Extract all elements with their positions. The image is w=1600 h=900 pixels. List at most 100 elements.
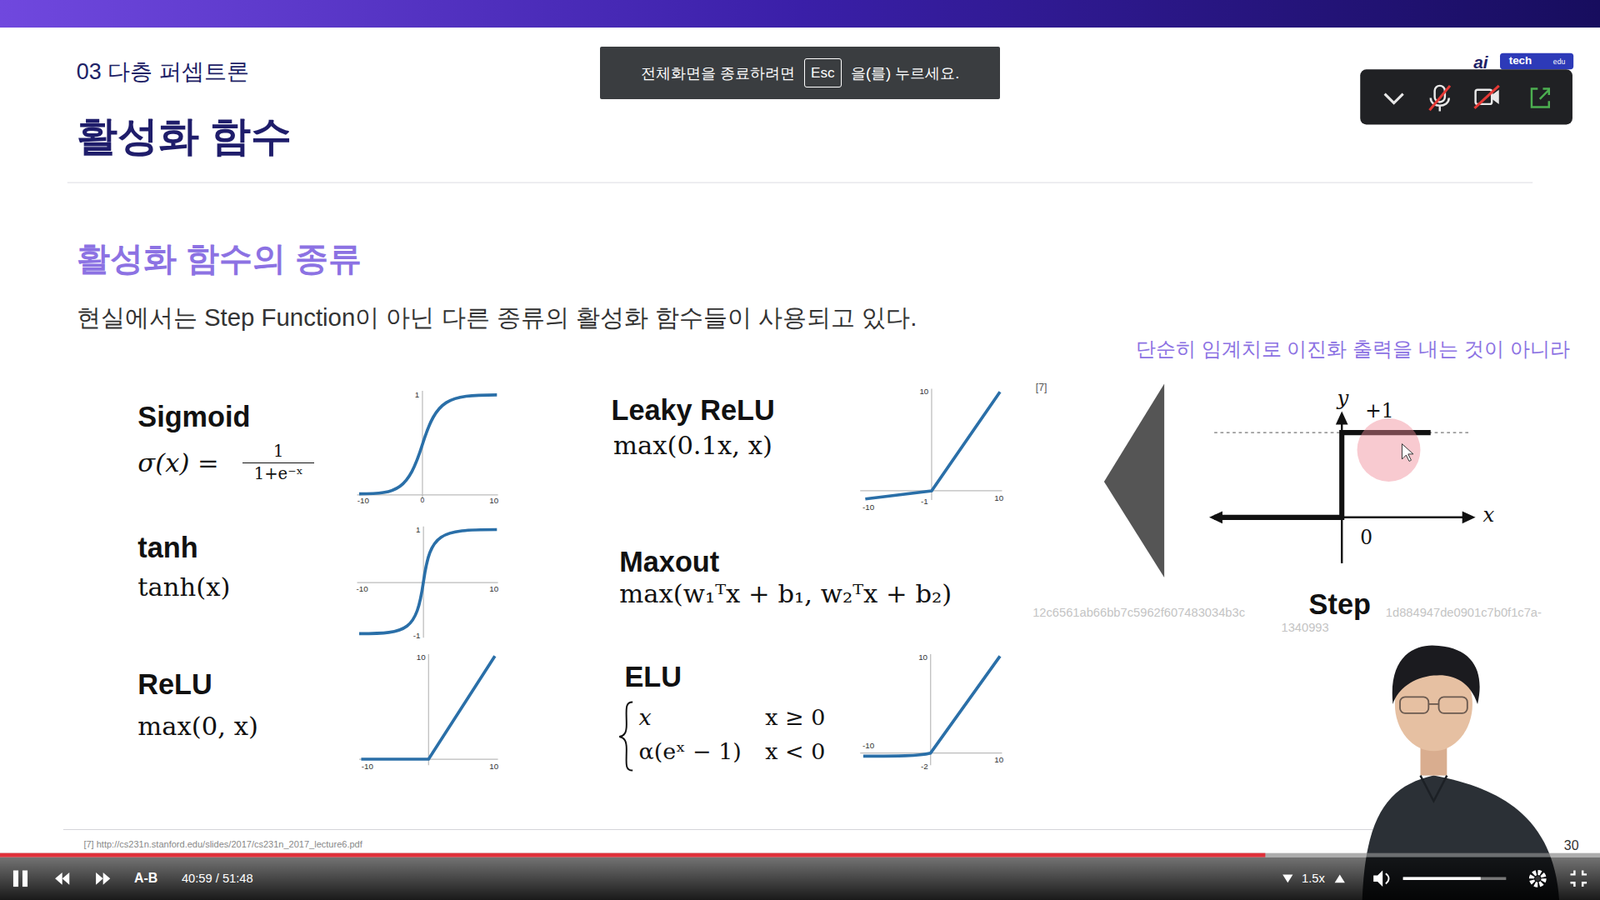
axis-tick: -10 (356, 584, 369, 594)
step-graph (1209, 410, 1476, 563)
brace (619, 701, 633, 770)
logo-text: tech (1509, 55, 1533, 68)
function-name: ReLU (137, 668, 212, 701)
meeting-panel (1474, 85, 1499, 109)
axis-name: x (1483, 503, 1495, 527)
sigmoid-graph (357, 390, 499, 499)
axis-tick: 10 (919, 387, 929, 397)
player-bar (1282, 874, 1293, 883)
formula: max(0.1x, x) (613, 431, 773, 461)
axis-tick: 10 (489, 761, 499, 771)
presenter-figure (1428, 703, 1439, 705)
axis-tick: 10 (918, 652, 928, 662)
footnote: [7] http://cs231n.stanford.edu/slides/20… (83, 838, 362, 850)
axis-tick: -10 (862, 502, 875, 512)
presenter-figure (1439, 696, 1468, 714)
time-display: 40:59 / 51:48 (181, 871, 254, 886)
notice-text: 을(를) 누르세요. (850, 62, 960, 84)
player-bar (0, 857, 1600, 900)
relu-graph (360, 655, 495, 760)
formula: x < 0 (765, 739, 825, 765)
axis-tick: 10 (994, 755, 1004, 765)
player-bar (55, 872, 63, 885)
function-name: tanh (137, 531, 198, 565)
citation-mark: [7] (1035, 381, 1048, 394)
divider-line (63, 829, 1531, 830)
axis-tick: -1 (920, 497, 929, 507)
relu-graph (359, 654, 499, 765)
elu-graph (930, 654, 931, 765)
formula: max(0, x) (137, 711, 259, 741)
tanh-graph (359, 530, 497, 635)
step-graph (1462, 510, 1476, 524)
function-name: Leaky ReLU (610, 395, 775, 428)
player-bar (62, 872, 70, 885)
meeting-panel (1430, 85, 1450, 110)
logo-text: edu (1553, 58, 1565, 67)
cursor-highlight (1357, 418, 1421, 482)
formula: tanh(x) (137, 573, 230, 603)
player-bar (1373, 870, 1383, 887)
presenter-figure (1420, 775, 1447, 802)
fraction-bar (242, 462, 315, 464)
leaky-relu-graph (860, 389, 1002, 500)
player-bar (95, 872, 104, 885)
player-bar (0, 853, 1600, 900)
meeting-panel (1540, 89, 1550, 100)
axis-tick: 1 (415, 525, 420, 535)
fullscreen-notice: 전체화면을 종료하려면을(를) 누르세요.Esc (600, 46, 1001, 99)
player-bar (1531, 872, 1545, 885)
function-name: ELU (624, 660, 682, 694)
axis-tick: -1 (413, 630, 421, 640)
formula: 1+e⁻ˣ (254, 465, 304, 485)
axis-tick: 10 (416, 652, 426, 662)
logo-badge (1500, 53, 1574, 70)
axis-tick: -2 (920, 761, 929, 771)
function-name: Maxout (619, 545, 720, 579)
presenter-figure (1400, 696, 1429, 714)
player-bar (1335, 874, 1345, 883)
presenter-figure (1392, 645, 1480, 705)
logo-text: ai (1473, 52, 1488, 73)
meeting-panel (1360, 69, 1573, 125)
player-bar (1403, 876, 1481, 880)
player-bar (1403, 876, 1507, 880)
key-box: Esc (804, 58, 842, 88)
cursor-highlight (1401, 444, 1413, 462)
tanh-graph (357, 582, 499, 584)
tanh-graph (357, 526, 499, 638)
axis-name: y (1337, 385, 1350, 410)
player-bar (1535, 875, 1540, 881)
formula: max(w₁ᵀx + b₁, w₂ᵀx + b₂) (619, 579, 952, 609)
axis-tick: +1 (1365, 400, 1394, 423)
notice-text: Esc (810, 64, 835, 82)
player-bar (1570, 870, 1587, 887)
elu-graph (863, 655, 1000, 756)
logo-badge (1500, 53, 1574, 70)
pointer-triangle (1104, 383, 1165, 578)
watermark: 1340993 (1281, 620, 1330, 635)
axis-tick: -10 (357, 496, 370, 506)
sigmoid-graph (359, 395, 497, 495)
axis-tick: 1 (415, 390, 420, 400)
formula: α(eˣ − 1) (639, 739, 742, 765)
slide-title: 활성화 함수 (76, 112, 293, 160)
formula: x ≥ 0 (765, 704, 825, 730)
axis-tick: 10 (994, 493, 1004, 503)
brace (619, 701, 633, 770)
meeting-panel (1531, 89, 1550, 108)
function-name: Step (1309, 588, 1371, 621)
speed-display: 1.5x (1301, 871, 1325, 886)
section-label: 03 다층 퍼셉트론 (76, 58, 250, 85)
player-bar (22, 870, 28, 887)
meeting-panel (1475, 90, 1493, 105)
axis-tick: -10 (862, 740, 875, 750)
relu-graph (428, 654, 430, 765)
axis-tick: 10 (489, 496, 499, 506)
player-bar (103, 872, 111, 885)
top-band (0, 0, 1600, 28)
player-bar (0, 853, 1265, 858)
function-name: Sigmoid (137, 400, 250, 434)
meeting-panel (1360, 69, 1573, 125)
